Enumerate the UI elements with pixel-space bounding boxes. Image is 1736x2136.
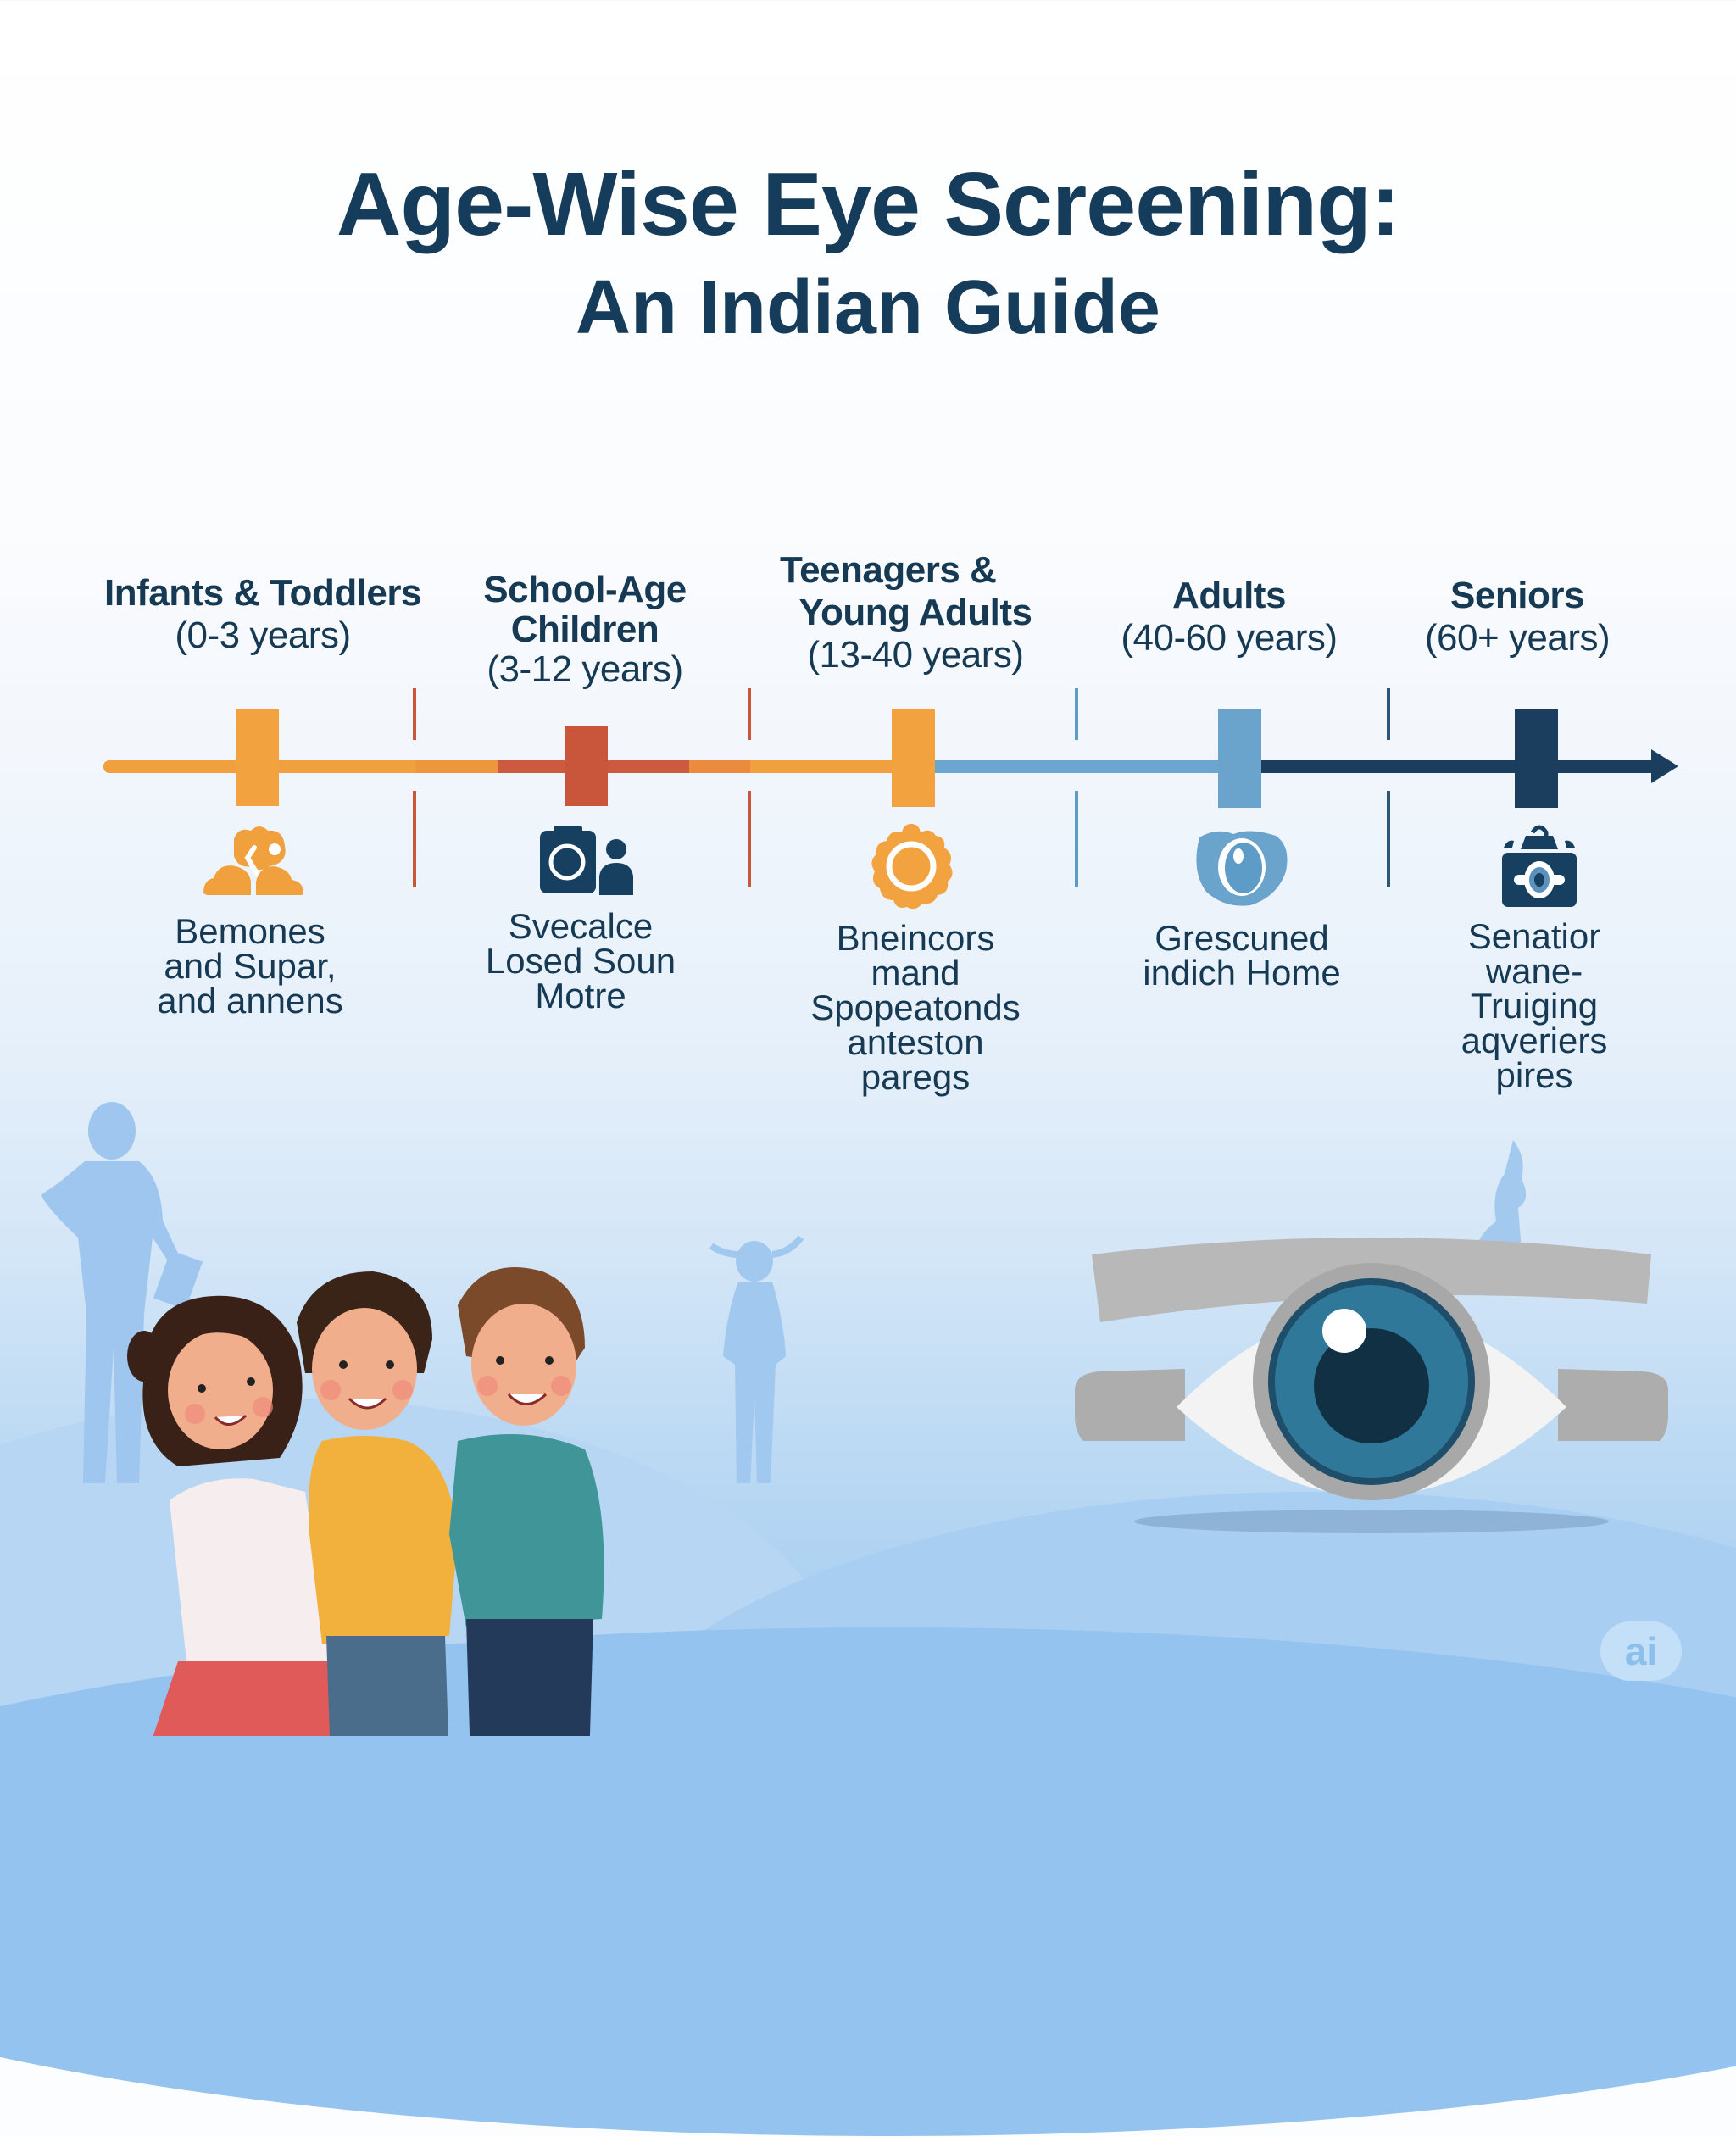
child-development-icon bbox=[203, 826, 303, 895]
eye-glasses-illustration bbox=[1075, 1238, 1668, 1533]
stage-name: School-Age bbox=[483, 569, 687, 610]
adult-silhouette bbox=[41, 1102, 203, 1483]
stage-divider bbox=[748, 688, 751, 740]
timeline-segment-seniors bbox=[1261, 760, 1658, 773]
stage-range: (0-3 years) bbox=[175, 615, 351, 656]
stage-divider bbox=[1075, 791, 1078, 887]
description-line: Bemones bbox=[175, 911, 326, 951]
stage-label-seniors: Seniors (60+ years) bbox=[1390, 575, 1644, 659]
stage-label-adults: Adults (40-60 years) bbox=[1093, 575, 1365, 659]
page-subtitle: An Indian Guide bbox=[576, 265, 1160, 350]
stage-divider bbox=[1387, 688, 1390, 740]
description-line: Svecalce bbox=[508, 906, 654, 946]
description-line: anteston bbox=[847, 1022, 984, 1062]
timeline-segment-teen bbox=[750, 760, 894, 773]
description-line: and Supar, bbox=[164, 946, 337, 986]
description-line: Truiging bbox=[1470, 986, 1599, 1026]
stage-name: Teenagers & bbox=[780, 549, 997, 591]
stage-label-teenagers: Teenagers & Young Adults (13-40 years) bbox=[754, 549, 1077, 676]
description-line: and annens bbox=[157, 981, 343, 1021]
description-line: Motre bbox=[535, 976, 626, 1015]
stage-name: Seniors bbox=[1450, 575, 1584, 616]
stage-name: Young Adults bbox=[798, 592, 1032, 633]
children-group-illustration bbox=[127, 1267, 604, 1736]
description-line: pires bbox=[1495, 1055, 1573, 1095]
stage-divider bbox=[1075, 688, 1078, 740]
description-line: Senatior bbox=[1467, 916, 1601, 956]
stage-range: (3-12 years) bbox=[487, 648, 683, 690]
page-title: Age-Wise Eye Screening: bbox=[336, 154, 1400, 254]
stage-description-seniors: Senatior wane- Truiging aqveriers pires bbox=[1424, 919, 1644, 1093]
description-line: Bneincors bbox=[836, 918, 995, 958]
description-line: Losed Soun bbox=[485, 941, 676, 981]
stage-divider bbox=[413, 791, 416, 887]
timeline-marker-seniors bbox=[1515, 709, 1558, 808]
stage-range: (13-40 years) bbox=[807, 634, 1024, 676]
timeline-marker-teenagers bbox=[892, 709, 935, 807]
timeline-marker-adults bbox=[1218, 709, 1261, 808]
stage-divider bbox=[1387, 791, 1390, 887]
camera-person-icon bbox=[540, 826, 633, 895]
timeline-marker-infants bbox=[236, 709, 279, 806]
gear-ring-icon bbox=[871, 824, 953, 909]
stage-range: (40-60 years) bbox=[1121, 617, 1338, 659]
description-line: wane- bbox=[1485, 951, 1583, 991]
stage-range: (60+ years) bbox=[1424, 617, 1611, 659]
child-silhouette bbox=[709, 1235, 804, 1483]
eye-icon bbox=[1196, 831, 1288, 906]
stage-description-teenagers: Bneincors mand Spopeatonds anteston pare… bbox=[788, 918, 1043, 1097]
arrow-right-icon bbox=[1651, 749, 1678, 783]
timeline-segment-adults bbox=[932, 760, 1263, 773]
description-line: aqveriers bbox=[1461, 1021, 1608, 1060]
description-line: Spopeatonds bbox=[810, 987, 1021, 1027]
stage-name: Infants & Toddlers bbox=[104, 572, 421, 614]
description-line: Grescuned bbox=[1155, 918, 1329, 958]
stage-description-adults: Grescuned indich Home bbox=[1119, 918, 1365, 993]
description-line: indich Home bbox=[1143, 953, 1341, 993]
stage-divider bbox=[748, 791, 751, 887]
eye-care-kit-icon bbox=[1502, 825, 1577, 907]
stage-name: Adults bbox=[1172, 575, 1286, 616]
timeline-segment bbox=[689, 760, 750, 773]
timeline-marker-school-age bbox=[565, 726, 608, 806]
description-line: mand bbox=[871, 953, 960, 993]
stage-description-infants: Bemones and Supar, and annens bbox=[119, 911, 381, 1021]
stage-description-school-age: Svecalce Losed Soun Motre bbox=[458, 906, 704, 1015]
stage-divider bbox=[413, 688, 416, 740]
description-line: paregs bbox=[860, 1057, 971, 1097]
timeline-segment bbox=[415, 760, 498, 773]
stage-label-infants: Infants & Toddlers (0-3 years) bbox=[76, 572, 449, 657]
ai-watermark-badge: ai bbox=[1600, 1621, 1682, 1681]
stage-label-school-age: School-Age Children (3-12 years) bbox=[424, 570, 746, 689]
stage-name: Children bbox=[510, 609, 659, 650]
